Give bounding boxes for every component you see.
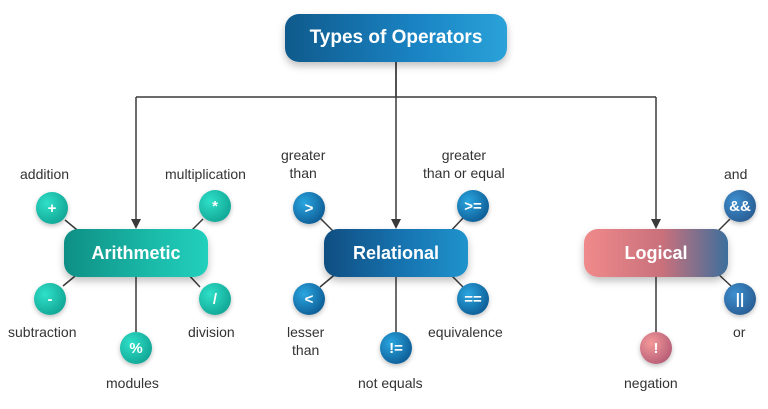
subtraction-label: subtraction xyxy=(8,324,77,340)
relational-label: Relational xyxy=(352,242,440,263)
or-label: or xyxy=(733,324,746,340)
not-equals-label: not equals xyxy=(358,375,423,391)
lesser-than-symbol: < xyxy=(293,283,325,315)
division-symbol: / xyxy=(199,283,231,315)
arithmetic-box: Arithmetic xyxy=(64,229,208,277)
logical-label: Logical xyxy=(624,242,688,263)
addition-symbol: + xyxy=(36,192,68,224)
subtraction-symbol: - xyxy=(34,283,66,315)
division-label: division xyxy=(188,324,235,340)
multiplication-label: multiplication xyxy=(165,166,246,182)
equivalence-label: equivalence xyxy=(428,324,503,340)
arithmetic-label: Arithmetic xyxy=(91,242,181,263)
greater-than-label-line2: than xyxy=(289,165,317,181)
equivalence-symbol: == xyxy=(457,283,489,315)
modules-label: modules xyxy=(106,375,159,391)
lesser-than-label-line2: than xyxy=(292,342,320,358)
greater-than-label: greater than xyxy=(281,146,325,182)
multiplication-symbol: * xyxy=(199,190,231,222)
negation-symbol: ! xyxy=(640,332,672,364)
modules-symbol: % xyxy=(120,332,152,364)
relational-box: Relational xyxy=(324,229,468,277)
and-symbol: && xyxy=(724,190,756,222)
negation-label: negation xyxy=(624,375,678,391)
greater-than-label-line1: greater xyxy=(281,147,326,163)
or-symbol: || xyxy=(724,283,756,315)
and-label: and xyxy=(724,166,748,182)
addition-label: addition xyxy=(20,166,70,182)
lesser-than-label: lesser than xyxy=(287,323,324,359)
diagram-title: Types of Operators xyxy=(309,27,483,48)
greater-equal-label-line1: greater xyxy=(441,147,487,163)
greater-equal-label-line2: than or equal xyxy=(423,165,505,181)
not-equals-symbol: != xyxy=(380,332,412,364)
title-box: Types of Operators xyxy=(285,14,507,62)
logical-box: Logical xyxy=(584,229,728,277)
greater-equal-symbol: >= xyxy=(457,190,489,222)
lesser-than-label-line1: lesser xyxy=(287,324,325,340)
greater-equal-label: greater than or equal xyxy=(423,146,505,182)
greater-than-symbol: > xyxy=(293,192,325,224)
